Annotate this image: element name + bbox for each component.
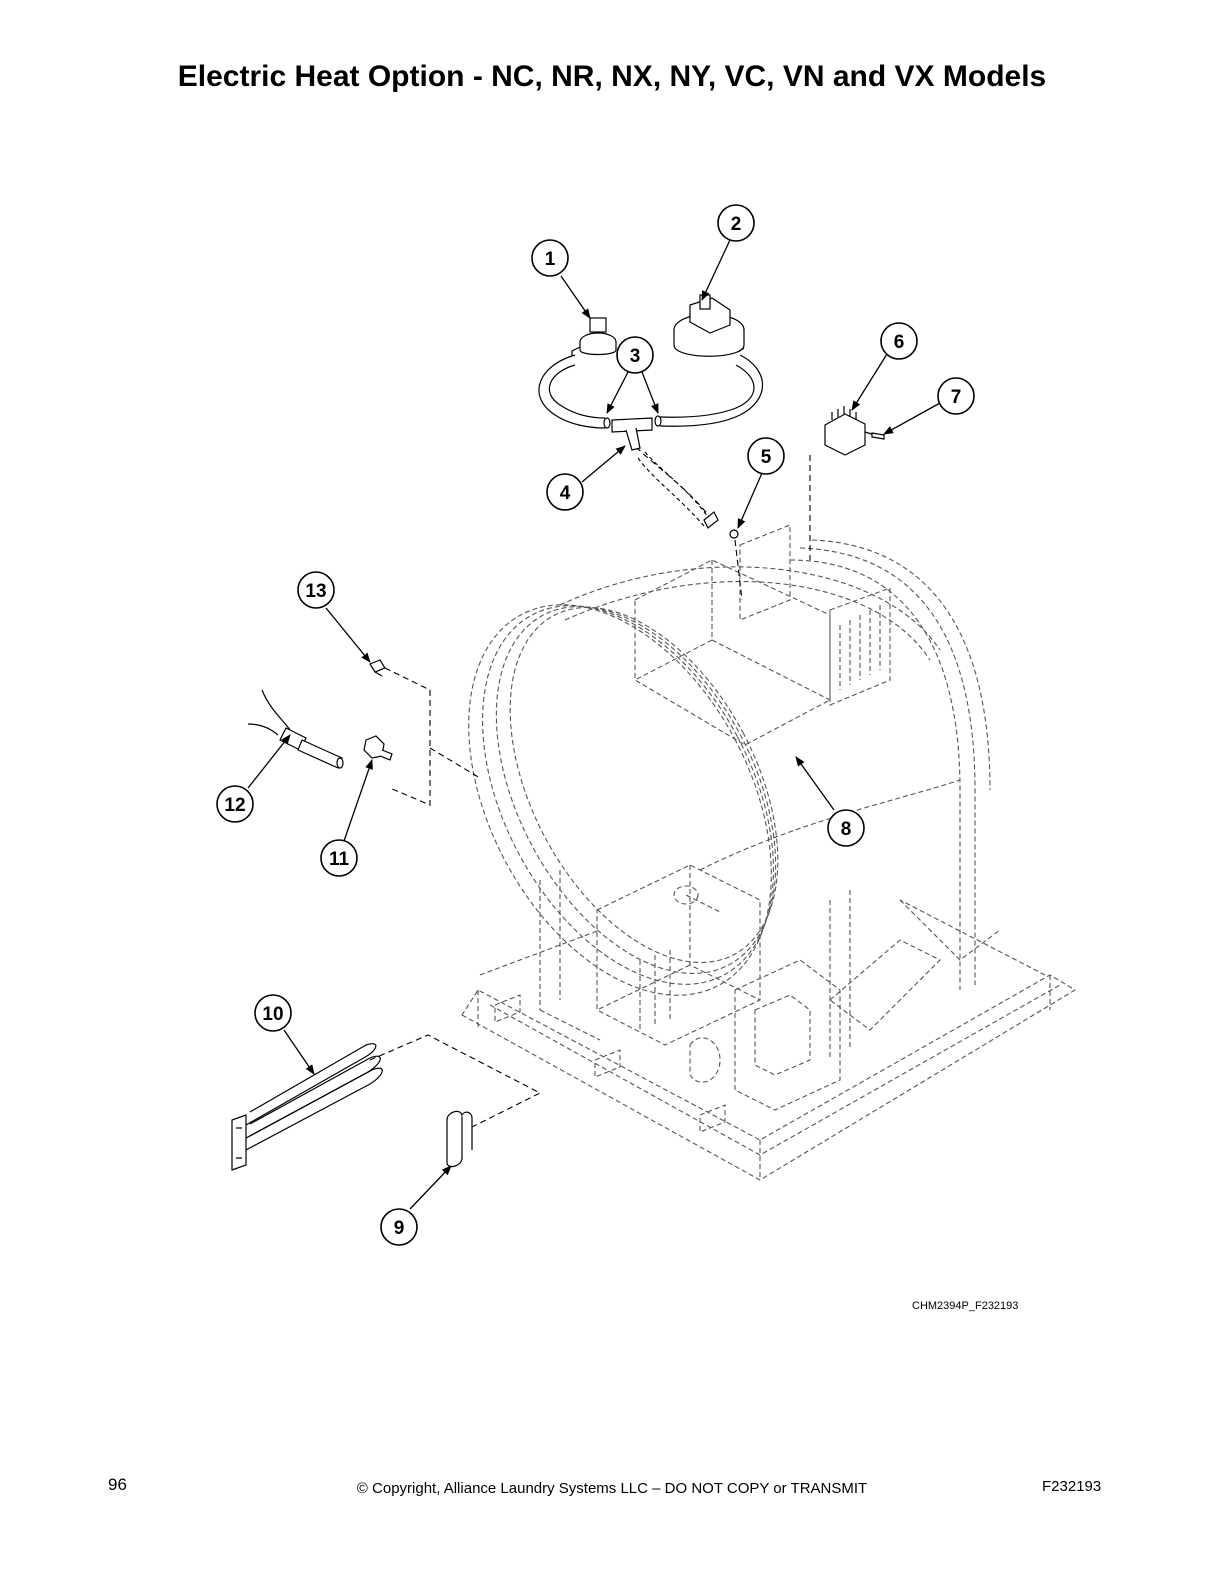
- svg-text:11: 11: [329, 849, 350, 870]
- part-adapter-fitting: [369, 659, 386, 677]
- svg-text:1: 1: [545, 249, 556, 270]
- svg-text:4: 4: [560, 483, 571, 504]
- page-number: 96: [108, 1475, 127, 1494]
- callout-8: 8: [827, 809, 865, 847]
- callout-13: 13: [297, 571, 335, 609]
- part-tee-fitting: [611, 417, 653, 451]
- part-hose-end: [703, 511, 719, 529]
- part-gasket: [446, 1110, 473, 1168]
- svg-text:10: 10: [262, 1004, 283, 1025]
- assembly-leaders: [369, 446, 811, 1129]
- callout-12: 12: [216, 785, 254, 823]
- svg-text:12: 12: [224, 795, 245, 816]
- part-tee-hose-dashed: [637, 451, 711, 527]
- callout-2: 2: [717, 204, 755, 242]
- callout-7: 7: [937, 377, 975, 415]
- drawing-id: CHM2394P_F232193: [912, 1300, 1019, 1312]
- part-pressure-switch-small: [571, 317, 617, 356]
- part-temperature-sensor: [247, 689, 344, 769]
- page-title: Electric Heat Option - NC, NR, NX, NY, V…: [177, 60, 1047, 93]
- part-sensor-nut: [363, 735, 393, 761]
- callout-11: 11: [320, 839, 358, 877]
- callout-5: 5: [747, 437, 785, 475]
- washer-frame-reference: [461, 524, 1077, 1181]
- svg-text:9: 9: [394, 1218, 405, 1239]
- part-screw: [871, 432, 885, 440]
- callout-4: 4: [546, 473, 584, 511]
- callout-arrows: [247, 239, 941, 1210]
- svg-text:2: 2: [731, 214, 742, 235]
- svg-text:5: 5: [761, 447, 772, 468]
- svg-text:8: 8: [841, 819, 852, 840]
- callout-6: 6: [880, 322, 918, 360]
- svg-text:7: 7: [951, 387, 962, 408]
- part-pressure-switch-large: [673, 294, 745, 357]
- callout-10: 10: [254, 994, 292, 1032]
- copyright-notice: © Copyright, Alliance Laundry Systems LL…: [356, 1480, 868, 1497]
- part-terminal-block: [824, 406, 879, 456]
- part-clamp-ring: [729, 529, 739, 539]
- svg-text:6: 6: [894, 332, 905, 353]
- callout-3: 3: [616, 336, 654, 374]
- callout-9: 9: [380, 1208, 418, 1246]
- part-heating-element: [231, 1043, 383, 1171]
- part-hoses: [538, 354, 764, 429]
- callout-1: 1: [531, 239, 569, 277]
- document-id: F232193: [1042, 1478, 1102, 1495]
- svg-text:13: 13: [305, 581, 326, 602]
- svg-text:3: 3: [630, 346, 641, 367]
